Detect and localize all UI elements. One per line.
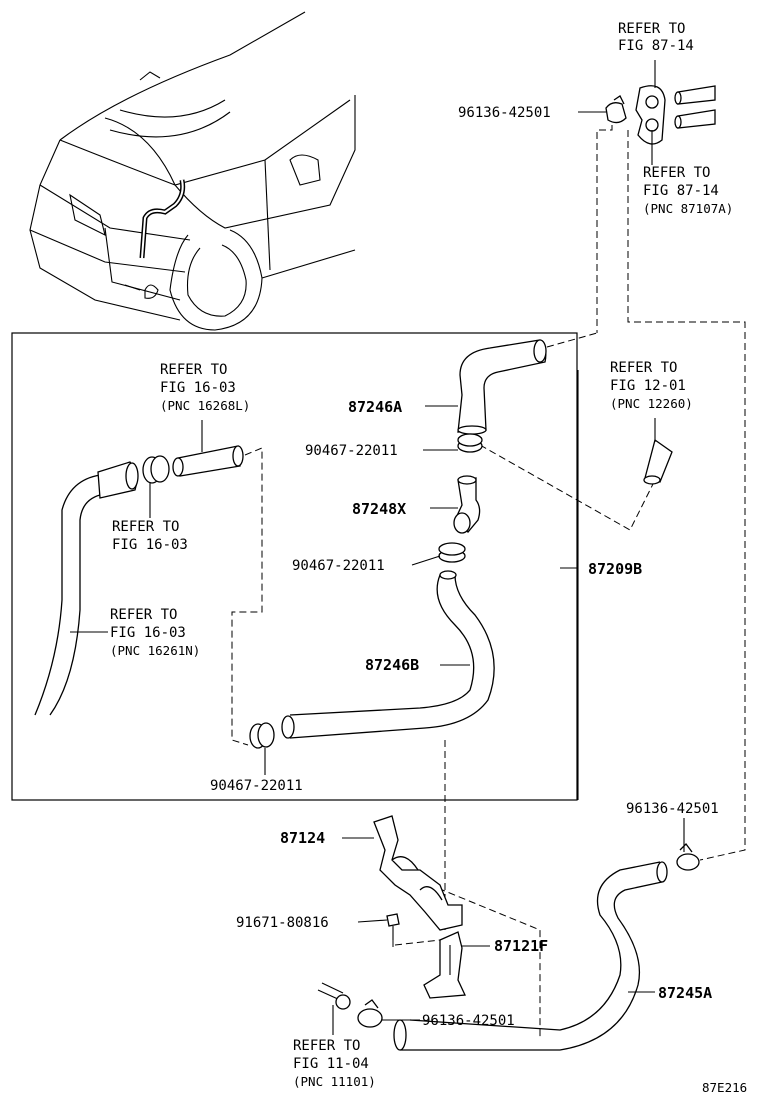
svg-text:REFER TO: REFER TO [112,519,179,535]
hose-16261n [34,461,139,716]
pipe-11101 [317,982,351,1010]
vehicle-illustration [29,11,356,331]
label-bracket-87121f: 87121F [494,937,548,955]
clamp-16-03-icon [142,455,170,484]
figure-code: 87E216 [702,1080,747,1095]
clamp-90467-c-icon [249,722,275,749]
svg-text:(PNC 11101): (PNC 11101) [293,1074,376,1089]
label-assy-87209b: 87209B [588,560,642,578]
svg-text:FIG 87-14: FIG 87-14 [618,38,694,54]
label-clamp-90467-a: 90467-22011 [305,443,398,459]
svg-text:(PNC 87107A): (PNC 87107A) [643,201,733,216]
svg-text:(PNC 12260): (PNC 12260) [610,396,693,411]
label-refer-87-14-top: REFER TO FIG 87-14 [618,21,694,54]
svg-text:REFER TO: REFER TO [160,362,227,378]
svg-text:REFER TO: REFER TO [618,21,685,37]
label-refer-16-03-b: REFER TO FIG 16-03 [112,519,188,553]
clamp-90467-a-icon [457,433,483,453]
bracket-87124-icon [373,815,463,931]
label-hose-87246b: 87246B [365,656,419,674]
label-bolt-91671: 91671-80816 [236,915,329,931]
label-bracket-87124: 87124 [280,829,325,847]
label-refer-16-03-a: REFER TO FIG 16-03 (PNC 16268L) [160,362,250,413]
label-clip-96136-bottom: 96136-42501 [422,1013,515,1029]
svg-text:FIG 16-03: FIG 16-03 [110,625,186,641]
leader-lines [70,60,685,1035]
engine-bay-hose-inner [141,179,184,259]
clip-96136-right-icon [676,843,700,871]
joint-87248x-icon [453,475,481,534]
valve-87-14 [635,85,716,145]
pipe-12260 [643,438,673,485]
label-clamp-90467-c: 90467-22011 [210,778,303,794]
svg-text:(PNC 16261N): (PNC 16261N) [110,643,200,658]
label-hose-87245a: 87245A [658,984,712,1002]
svg-text:(PNC 16268L): (PNC 16268L) [160,398,250,413]
label-refer-11-04: REFER TO FIG 11-04 (PNC 11101) [293,1038,376,1089]
clip-96136-bottom-icon [357,999,383,1028]
bracket-87121f-icon [423,931,466,999]
label-clip-96136-top: 96136-42501 [458,105,551,121]
label-joint-87248x: 87248X [352,500,406,518]
hose-87246b [281,570,495,739]
svg-text:FIG 16-03: FIG 16-03 [160,380,236,396]
label-refer-12-01: REFER TO FIG 12-01 (PNC 12260) [610,360,693,411]
pipe-16268l [172,445,244,477]
svg-text:REFER TO: REFER TO [643,165,710,181]
svg-text:REFER TO: REFER TO [610,360,677,376]
hose-87246a [457,339,547,435]
label-refer-87-14-right: REFER TO FIG 87-14 (PNC 87107A) [643,165,733,216]
label-refer-16-03-c: REFER TO FIG 16-03 (PNC 16261N) [110,607,200,658]
svg-text:FIG 11-04: FIG 11-04 [293,1056,369,1072]
svg-text:REFER TO: REFER TO [110,607,177,623]
label-hose-87246a: 87246A [348,398,402,416]
svg-text:REFER TO: REFER TO [293,1038,360,1054]
engine-bay-hose [139,179,186,259]
clamp-90467-b-icon [438,542,466,563]
label-clamp-90467-b: 90467-22011 [292,558,385,574]
svg-text:FIG 87-14: FIG 87-14 [643,183,719,199]
svg-text:FIG 12-01: FIG 12-01 [610,378,686,394]
dashed-leaders [231,125,746,1040]
assembly-box-87209b [11,332,578,801]
label-clip-96136-right: 96136-42501 [626,801,719,817]
bolt-91671-icon [386,913,400,940]
clip-96136-top-icon [605,95,627,124]
svg-text:FIG 16-03: FIG 16-03 [112,537,188,553]
